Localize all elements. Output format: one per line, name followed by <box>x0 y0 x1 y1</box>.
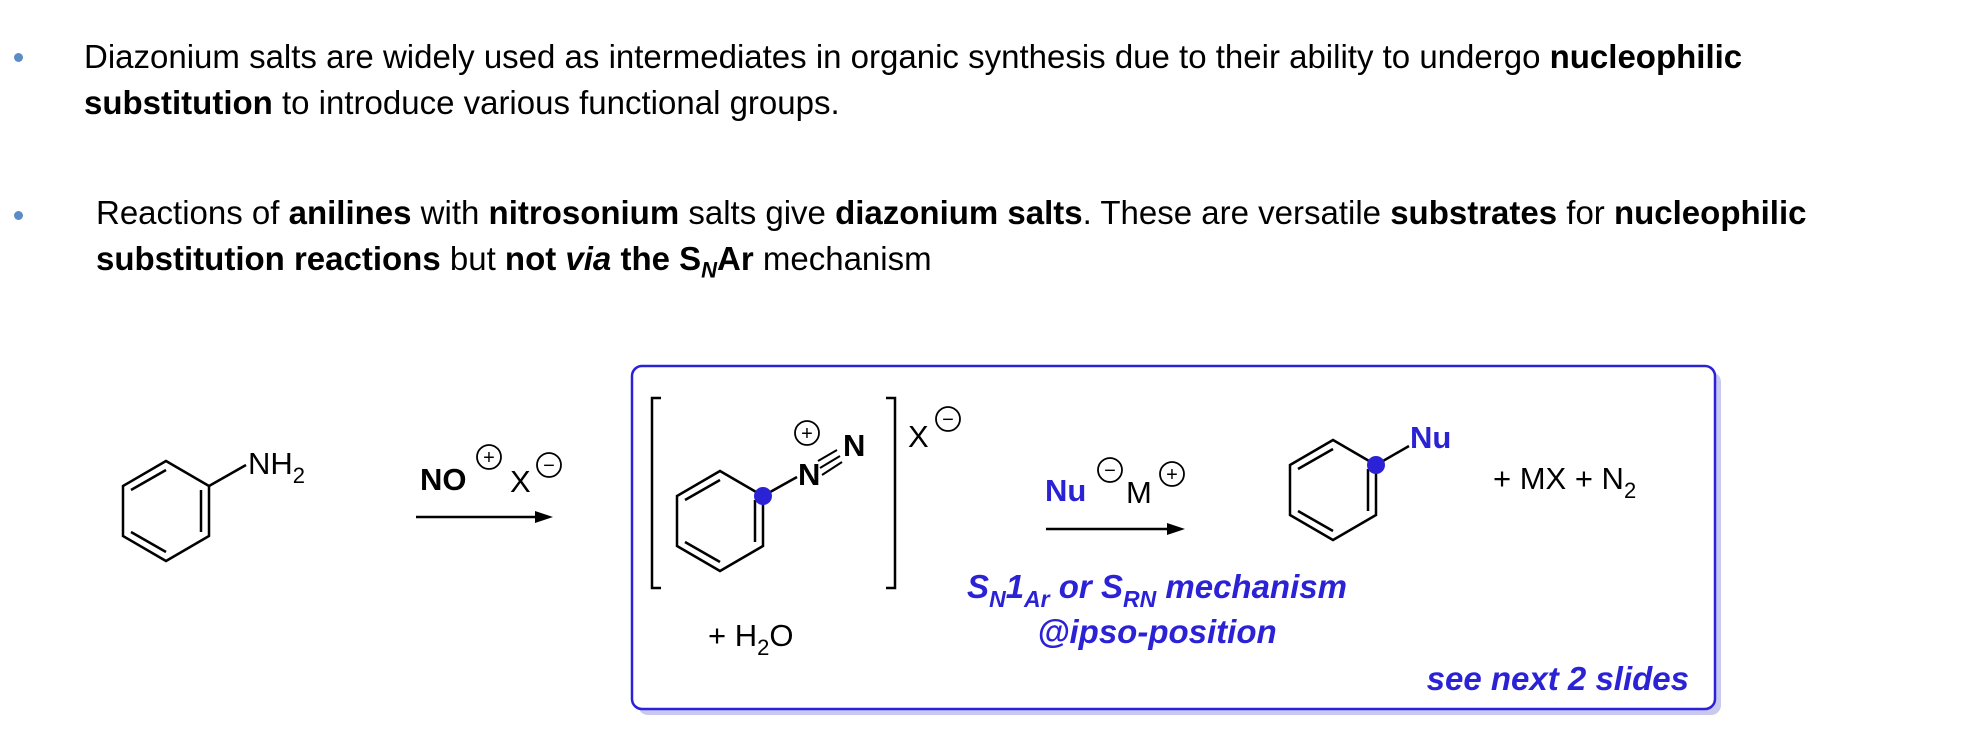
m-plus-sign: + <box>1166 464 1178 486</box>
nucleophile-reagent: Nu − M + <box>1045 457 1185 510</box>
aniline-nh2-label: NH2 <box>248 446 305 488</box>
diazonium-n-outer: N <box>843 428 865 463</box>
minus-charge-circle <box>536 452 562 478</box>
m-plus-circle <box>1159 461 1185 487</box>
nitrosonium-reagent: NO + X − <box>420 444 562 499</box>
reagent-m-label: M <box>1126 475 1152 510</box>
text-run: mechanism <box>753 240 932 277</box>
text-run: but <box>440 240 505 277</box>
bold-run: Ar <box>717 240 754 277</box>
counterion-minus-circle <box>935 406 961 432</box>
counterion-x-label: X <box>908 419 929 454</box>
text-run: for <box>1557 194 1614 231</box>
mechanism-line-2: @ipso-position <box>1037 613 1276 650</box>
nu-minus-circle <box>1097 457 1123 483</box>
intermediate-box <box>630 364 1717 711</box>
bold-run: diazonium salts <box>835 194 1083 231</box>
triple-bond <box>817 449 843 476</box>
text-run: Reactions of <box>96 194 289 231</box>
reaction-scheme: NH2 NO + X − N N + X − + H2O <box>121 364 1721 715</box>
bullet-dot <box>14 53 23 62</box>
bold-run: not <box>504 240 566 277</box>
bracket-group <box>650 396 897 590</box>
nu-minus-sign: − <box>1104 460 1116 482</box>
plus-charge-sign: + <box>483 447 495 469</box>
text-run: with <box>411 194 489 231</box>
reaction-arrow-1 <box>416 511 553 523</box>
bold-run: substitution reactions <box>96 240 441 277</box>
bold-run: anilines <box>288 194 412 231</box>
bullet-1-line-2: substitution to introduce various functi… <box>84 80 840 126</box>
counterion-minus-sign: − <box>942 409 954 431</box>
text-run: Diazonium salts are widely used as inter… <box>84 38 1550 75</box>
minus-charge-sign: − <box>543 455 555 477</box>
next-slides-note: see next 2 slides <box>1427 660 1689 697</box>
bullet-2-line-1: Reactions of anilines with nitrosonium s… <box>96 190 1807 236</box>
plus-charge-circle <box>476 444 502 470</box>
bold-run: substrates <box>1390 194 1558 231</box>
text-run: to introduce various functional groups. <box>272 84 840 121</box>
diazonium-n-inner: N <box>798 457 820 492</box>
text-run: salts give <box>679 194 836 231</box>
bold-run: nucleophilic <box>1549 38 1743 75</box>
aniline-structure <box>121 459 247 563</box>
products-rest: + MX + N2 <box>1493 461 1636 503</box>
reagent-nu-label: Nu <box>1045 473 1086 508</box>
bold-run: nucleophilic <box>1613 194 1807 231</box>
diazonium-plus-circle <box>794 420 820 446</box>
product-nu-label: Nu <box>1410 420 1451 455</box>
bullet-2-line-2: substitution reactions but not via the S… <box>96 236 932 294</box>
bold-run: substitution <box>84 84 273 121</box>
reaction-arrow-2 <box>1046 523 1185 535</box>
italic-run: via <box>565 240 612 277</box>
subscript-run: N <box>701 257 718 283</box>
reagent-x-label: X <box>510 464 531 499</box>
bold-run: nitrosonium <box>488 194 680 231</box>
product-ring <box>1288 438 1410 542</box>
reagent-no-label: NO <box>420 462 467 497</box>
ipso-carbon-dot <box>754 487 772 505</box>
product-ipso-dot <box>1367 456 1385 474</box>
diazonium-plus-sign: + <box>801 423 813 445</box>
bullet-dot <box>14 211 23 220</box>
text-run: . These are versatile <box>1082 194 1391 231</box>
bullet-1-line-1: Diazonium salts are widely used as inter… <box>84 34 1742 80</box>
water-byproduct: + H2O <box>708 618 793 660</box>
mechanism-line-1: SN1Ar or SRN mechanism <box>967 568 1347 612</box>
bold-run: the S <box>611 240 702 277</box>
